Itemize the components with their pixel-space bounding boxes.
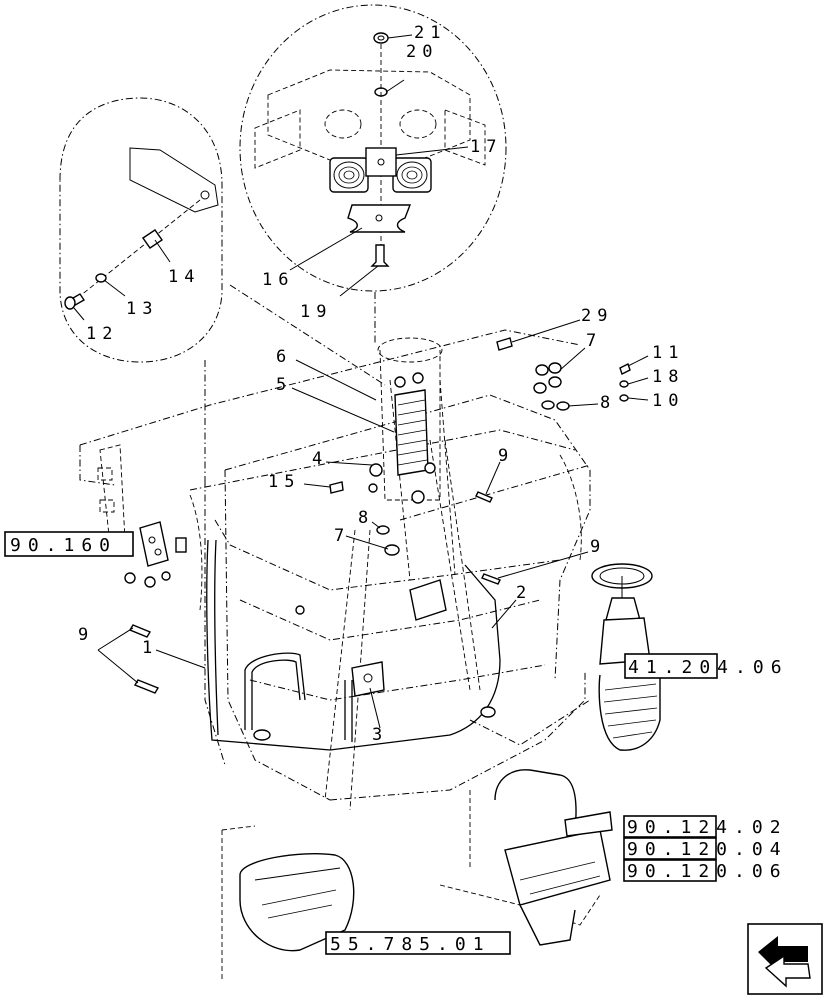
steering-column: [591, 563, 661, 751]
detail-circle-top: [239, 4, 507, 292]
callout-21: 21: [414, 23, 446, 43]
callout-4: 4: [312, 449, 328, 469]
callout-9b: 9: [590, 537, 606, 557]
callout-11: 11: [652, 343, 684, 363]
console-column: [368, 337, 443, 504]
callout-19: 19: [300, 302, 332, 322]
ref-41-204-06: 41.204.06: [628, 657, 789, 678]
ref-90-160: 90.160: [10, 535, 117, 556]
callout-5: 5: [276, 375, 292, 395]
callout-10: 10: [652, 391, 684, 411]
callout-2: 2: [516, 583, 532, 603]
callout-20: 20: [406, 42, 438, 62]
main-wire-harness: [206, 539, 501, 751]
callout-9a: 9: [498, 446, 514, 466]
callout-13: 13: [126, 299, 158, 319]
ref-90-124-02: 90.124.02: [627, 817, 788, 838]
reference-boxes: 90.160 41.204.06 90.124.02 90.120.04 90.…: [4, 531, 789, 955]
ref-90-120-04: 90.120.04: [627, 839, 788, 860]
navigation-arrow-button[interactable]: [747, 923, 823, 995]
callout-29: 29: [581, 306, 613, 326]
left-detail-parts: [64, 147, 219, 310]
callout-18: 18: [652, 367, 684, 387]
arrow-icon: [758, 936, 811, 988]
ref-55-785-01: 55.785.01: [330, 934, 491, 955]
left-connector-block: [124, 521, 187, 588]
callout-16: 16: [262, 270, 294, 290]
detail-circle-left: [59, 97, 223, 363]
leader-lines: [73, 34, 649, 729]
callout-8b: 8: [358, 508, 374, 528]
callout-8a: 8: [600, 393, 616, 413]
top-detail-parts: [254, 32, 486, 267]
callout-14: 14: [168, 267, 200, 287]
ref-90-120-06: 90.120.06: [627, 861, 788, 882]
fastener-group-right: [128, 337, 631, 694]
cab-frame: [79, 329, 591, 811]
callout-1: 1: [142, 638, 158, 658]
callout-labels: 21 20 17 16 19 14 13 12 29 7 11 18 10 8 …: [78, 23, 684, 745]
callout-7a: 7: [586, 331, 602, 351]
operator-seat: [439, 769, 613, 946]
callout-12: 12: [86, 324, 118, 344]
callout-15: 15: [268, 472, 300, 492]
callout-3: 3: [372, 725, 388, 745]
callout-9c: 9: [78, 625, 94, 645]
callout-6: 6: [276, 347, 292, 367]
callout-7b: 7: [334, 526, 350, 546]
lower-housing: [221, 790, 471, 980]
callout-17: 17: [470, 137, 502, 157]
